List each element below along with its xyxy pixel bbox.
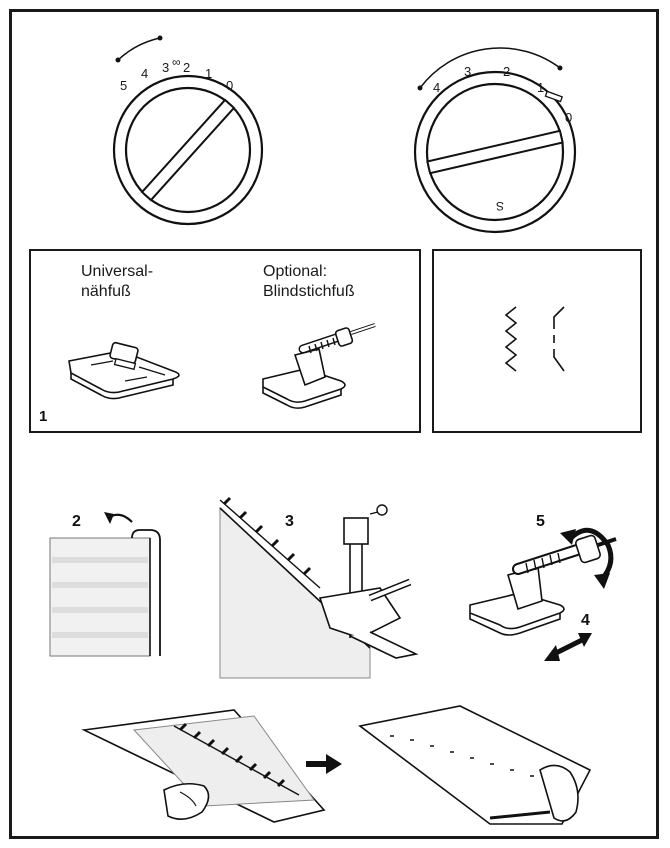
step-number-4: 4 bbox=[581, 612, 590, 629]
dial-left-tick-3: 3 bbox=[162, 60, 170, 75]
adjust-blindstitch-foot-illustration bbox=[469, 527, 617, 661]
presser-foot-panel: Universal- nähfuß Optional: Blindstichfu… bbox=[29, 249, 421, 433]
blind-stitch-line bbox=[553, 306, 565, 372]
dial-right-tick-2: 2 bbox=[503, 64, 511, 79]
right-arrow-icon bbox=[306, 754, 342, 774]
sewing-blind-hem-illustration bbox=[219, 496, 419, 679]
fold-fabric-illustration bbox=[49, 512, 161, 657]
optional-foot-label-line2: Blindstichfuß bbox=[263, 283, 355, 300]
stitch-length-dial[interactable] bbox=[400, 30, 600, 234]
buttonhole-symbol bbox=[544, 90, 564, 103]
step-number-3: 3 bbox=[285, 513, 294, 530]
dial-right-tick-4: 4 bbox=[433, 80, 441, 95]
dial-left-tick-0: 0 bbox=[226, 78, 234, 93]
dial-range-arc bbox=[419, 47, 561, 89]
step-number-5: 5 bbox=[536, 513, 545, 530]
dial-left-tick-4: 4 bbox=[141, 66, 149, 81]
universal-foot-label-line1: Universal- bbox=[81, 263, 154, 280]
stitch-width-dial[interactable] bbox=[100, 30, 270, 230]
dial-pointer-bar bbox=[426, 129, 564, 175]
dial-right-tick-0: 0 bbox=[565, 110, 573, 125]
turn-arrow-icon bbox=[568, 527, 614, 581]
blindstitch-foot-illustration bbox=[262, 323, 376, 409]
dial-left-tick-5: 5 bbox=[120, 78, 128, 93]
dial-range-arc bbox=[117, 37, 161, 61]
step-number-1: 1 bbox=[39, 408, 48, 425]
dial-left-tick-infinity: ∞ bbox=[172, 55, 181, 69]
blind-hem-stitch-pattern bbox=[504, 306, 565, 372]
universal-foot-illustration bbox=[68, 341, 180, 400]
dial-right-tick-1: 1 bbox=[537, 80, 545, 95]
optional-foot-label-line1: Optional: bbox=[263, 263, 328, 280]
dial-left-tick-1: 1 bbox=[205, 66, 213, 81]
universal-foot-label-line2: nähfuß bbox=[81, 283, 131, 300]
page-frame bbox=[9, 9, 659, 839]
dial-left-tick-2: 2 bbox=[183, 60, 191, 75]
dial-pointer-bar bbox=[140, 98, 236, 202]
hem-in-progress-illustration bbox=[81, 709, 326, 823]
step-number-2: 2 bbox=[72, 513, 81, 530]
stitch-pattern-panel bbox=[432, 249, 642, 433]
finished-hem-illustration bbox=[358, 705, 592, 825]
zigzag-stitch-line bbox=[504, 306, 518, 372]
dial-right-tick-3: 3 bbox=[464, 64, 472, 79]
dial-right-bottom-mark: S bbox=[496, 199, 505, 213]
